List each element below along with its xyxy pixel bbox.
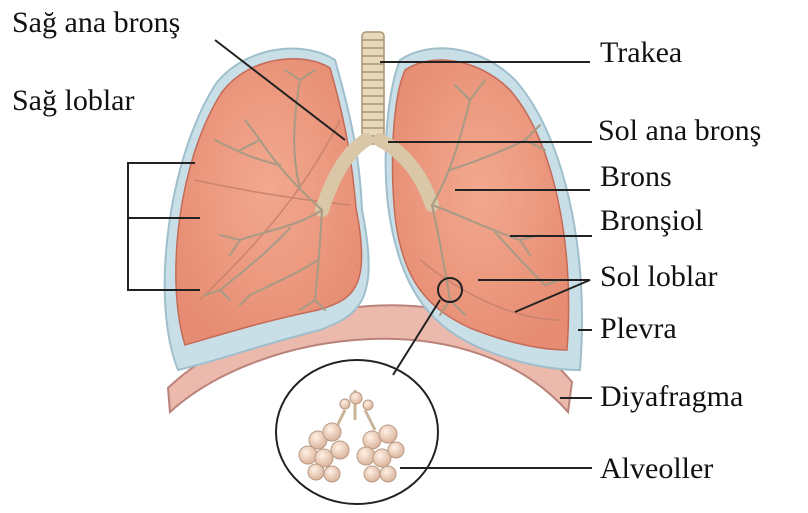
label-right-main-bronchus: Sağ ana bronş (12, 6, 180, 39)
label-pleura: Plevra (600, 312, 677, 345)
label-diaphragm: Diyafragma (600, 380, 743, 413)
alveoli-inset (276, 360, 438, 504)
label-left-main-bronchus: Sol ana bronş (598, 114, 761, 147)
label-trachea: Trakea (600, 36, 682, 69)
label-bronchus: Brons (600, 160, 672, 193)
lung-right (176, 59, 362, 345)
trachea (362, 32, 384, 144)
label-alveoli: Alveoller (600, 452, 713, 485)
label-left-lobes: Sol loblar (600, 260, 718, 293)
label-bronchiole: Bronşiol (600, 204, 703, 237)
label-right-lobes: Sağ loblar (12, 84, 134, 117)
